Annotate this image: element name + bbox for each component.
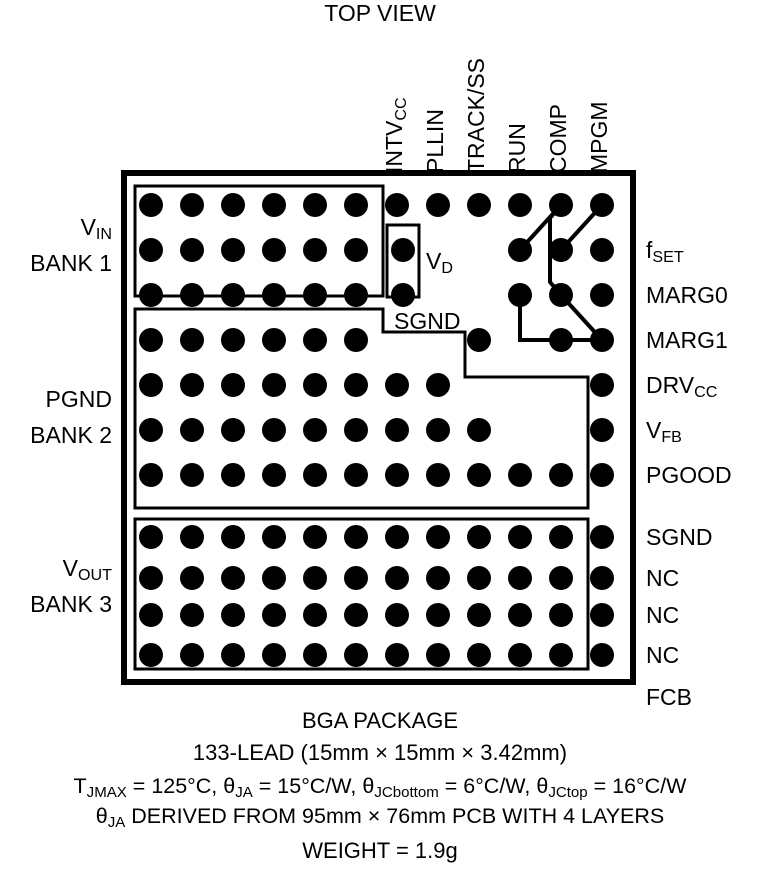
top-pin-label-pllin: PLLIN (422, 109, 448, 173)
top-pin-label-mpgm: MPGM (586, 101, 612, 173)
right-pin-label-vfb: VFB (646, 417, 682, 447)
bank3-vout-box (133, 517, 590, 671)
bank1-vin-box (133, 184, 385, 298)
left-bank-label-bank2: BANK 2 (30, 422, 112, 448)
caption-line-5: WEIGHT = 1.9g (302, 838, 458, 863)
right-pin-label-sgnd: SGND (646, 524, 713, 550)
theta-symbol-1: θ (223, 774, 236, 798)
right-pin-label-nc-2: NC (646, 602, 680, 628)
top-pin-label-intvcc: INTVCC (381, 97, 411, 173)
right-pin-label-fset: fSET (646, 237, 684, 267)
vd-label: VD (426, 248, 453, 278)
bank2-pgnd-box (133, 307, 590, 510)
left-bank-label-bank3: BANK 3 (30, 591, 112, 617)
left-bank-label-bank1: BANK 1 (30, 250, 112, 276)
right-pin-label-nc-3: NC (646, 642, 680, 668)
trace-group (518, 203, 604, 342)
caption-line-4: θJA DERIVED FROM 95mm × 76mm PCB WITH 4 … (95, 804, 665, 831)
top-pin-label-comp: COMP (545, 104, 571, 173)
package-outline (121, 170, 636, 685)
left-bank-label-vout: VOUT (62, 555, 112, 585)
theta-symbol-2: θ (362, 774, 375, 798)
theta-symbol-4: θ (95, 804, 108, 828)
left-bank-label-pgnd: PGND (45, 386, 112, 412)
right-pin-label-nc-1: NC (646, 565, 680, 591)
right-pin-label-marg0: MARG0 (646, 282, 728, 308)
right-pin-label-drvcc: DRVCC (646, 372, 718, 402)
ball-grid (139, 193, 614, 667)
top-pin-label-run: RUN (504, 123, 530, 173)
theta-symbol-3: θ (536, 774, 549, 798)
caption-line-3: TJMAX = 125°C, θJA = 15°C/W, θJCbottom =… (73, 774, 687, 801)
page-title: TOP VIEW (324, 0, 436, 26)
right-pin-label-marg1: MARG1 (646, 327, 728, 353)
sgnd-inner-label: SGND (394, 308, 461, 334)
top-pin-label-track-ss: TRACK/SS (463, 57, 489, 173)
trace-marg1-drvcc (518, 295, 602, 342)
right-pin-label-fcb: FCB (646, 684, 692, 710)
left-bank-label-vin: VIN (80, 214, 112, 244)
caption-line-1: BGA PACKAGE (301, 708, 459, 733)
caption-line-2: 133-LEAD (15mm × 15mm × 3.42mm) (192, 740, 568, 765)
right-pin-label-pgood: PGOOD (646, 462, 732, 488)
